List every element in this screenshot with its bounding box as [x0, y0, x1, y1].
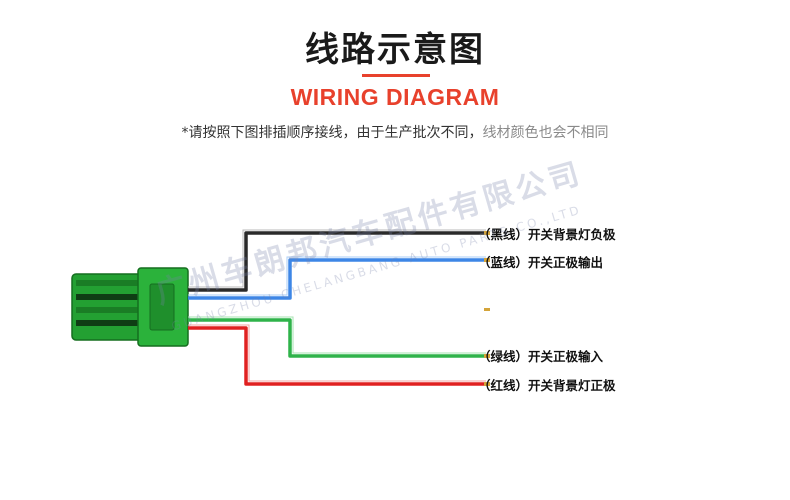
green-wire-label: （绿线）开关正极输入: [478, 349, 604, 364]
blue-wire-tip: [484, 258, 490, 262]
blue-wire-label: （蓝线）开关正极输出: [478, 255, 604, 270]
blue-wire: [188, 256, 486, 300]
red-wire-tip: [484, 382, 490, 386]
green-wire: [188, 316, 486, 358]
black-wire-label: （黑线）开关背景灯负极: [478, 227, 616, 242]
red-wire-label: （红线）开关背景灯正极: [478, 378, 616, 393]
note-gray: 线材颜色也会不相同: [482, 125, 609, 141]
spare-tip: [484, 308, 490, 311]
red-wire: [188, 324, 486, 386]
connector: [71, 267, 189, 347]
page-title: 线路示意图: [305, 30, 485, 70]
green-wire-tip: [484, 354, 490, 358]
title-underline: [362, 74, 430, 77]
black-wire: [188, 229, 486, 292]
black-wire-tip: [484, 231, 490, 235]
note-main: *请按照下图排插顺序接线，由于生产批次不同，: [181, 125, 483, 141]
page-subtitle: WIRING DIAGRAM: [290, 84, 500, 110]
instruction-note: *请按照下图排插顺序接线，由于生产批次不同，线材颜色也会不相同: [0, 122, 790, 142]
